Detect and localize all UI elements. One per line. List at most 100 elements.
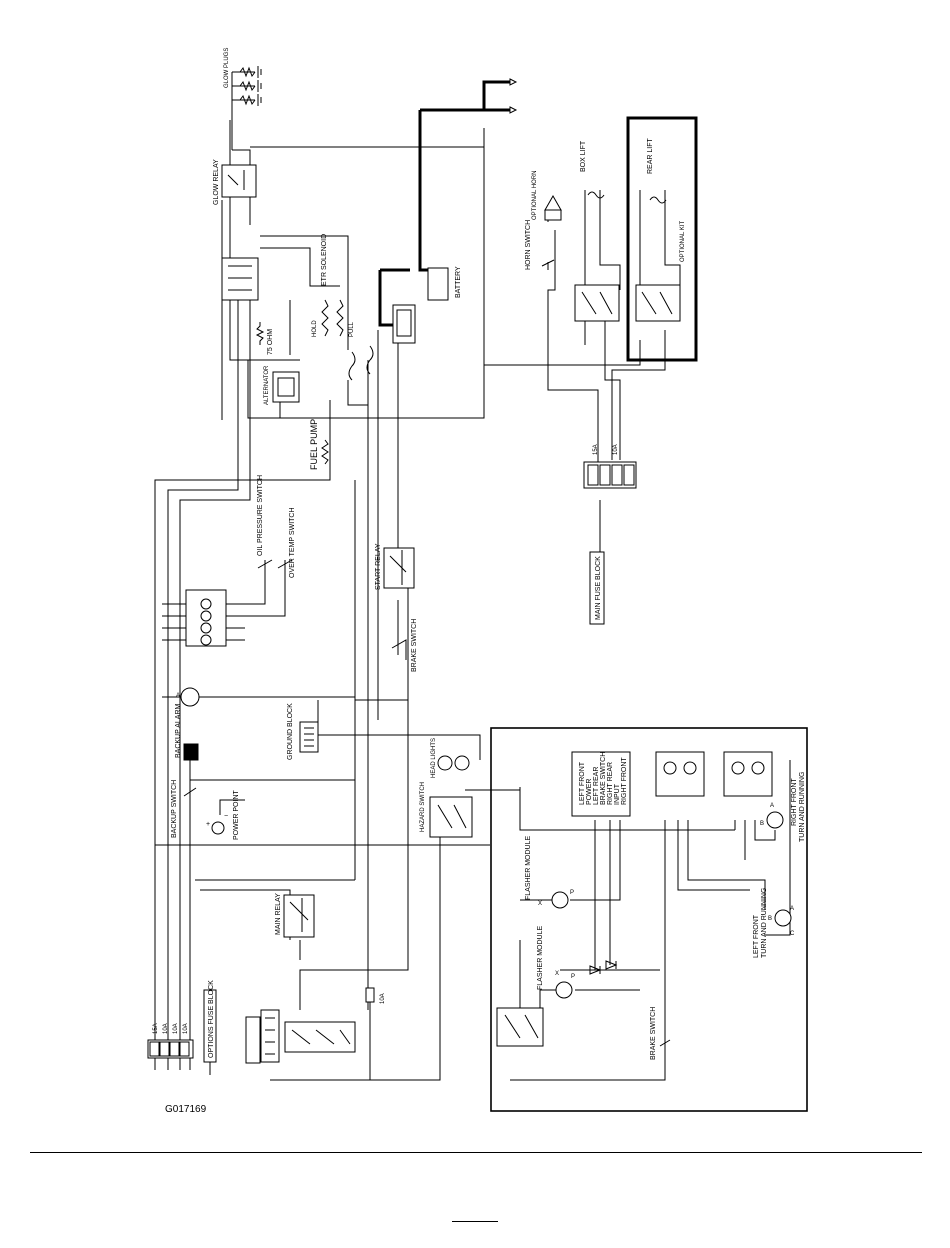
- ts-list-2: LEFT REAR: [593, 767, 600, 805]
- diodes: [589, 960, 618, 975]
- fuel-pump-label: FUEL PUMP: [309, 419, 319, 470]
- power-point-label: POWER POINT: [233, 789, 240, 840]
- amp-label-3: 10A: [173, 1023, 179, 1034]
- ground-block: GROUND BLOCK: [287, 703, 319, 760]
- turn-switch: [496, 1007, 544, 1047]
- figure-code: G017169: [165, 1104, 207, 1115]
- brake-switch-top-label: BRAKE SWITCH: [411, 619, 418, 672]
- backup-alarm-label: BACKUP ALARM: [175, 703, 182, 758]
- alternator-label: ALTERNATOR: [264, 365, 270, 405]
- rear-lift: REAR LIFT OPTIONAL KIT: [635, 137, 686, 322]
- box-lift: BOX LIFT: [574, 140, 620, 322]
- right-front-label-1: RIGHT FRONT: [791, 778, 798, 826]
- flasher-module-2-label: FLASHER MODULE: [537, 925, 544, 990]
- pull-label: PULL: [349, 321, 355, 337]
- glow-plugs-label: GLOW PLUGS: [224, 48, 230, 88]
- main-relay-label: MAIN RELAY: [275, 893, 282, 935]
- wire-network: [154, 71, 791, 1081]
- left-front-label-2: TURN AND RUNNING: [761, 888, 768, 958]
- key-switch: [284, 1021, 356, 1053]
- optional-kit-label: OPTIONAL KIT: [680, 221, 686, 262]
- hour-meter: A: [176, 687, 200, 707]
- fm1-pin-p: P: [570, 890, 574, 896]
- right-front-label-2: TURN AND RUNNING: [799, 772, 806, 842]
- battery-label: BATTERY: [455, 266, 462, 298]
- rear-light-modules: [655, 751, 773, 797]
- plus-label: +: [206, 821, 210, 828]
- head-lights-label: HEAD LIGHTS: [431, 738, 437, 778]
- oil-pressure-switch-label: OIL PRESSURE SWITCH: [257, 475, 264, 556]
- glow-relay: GLOW RELAY: [213, 159, 257, 205]
- left-front-label-1: LEFT FRONT: [753, 914, 760, 958]
- fm2-pin-x: X: [555, 971, 559, 977]
- starter-motor: [392, 304, 416, 344]
- options-fuse-block: 15A 10A 10A 10A OPTIONS FUSE BLOCK: [147, 980, 217, 1063]
- etr-solenoid-label: ETR SOLENOID: [321, 234, 328, 286]
- page-footer-line: [452, 1221, 498, 1222]
- backup-circuit: BACKUP ALARM BACKUP SWITCH + − POWER POI…: [171, 703, 240, 840]
- hold-label: HOLD: [312, 320, 318, 337]
- head-lights: HEAD LIGHTS: [431, 738, 470, 778]
- lf-pin-b: B: [768, 916, 772, 922]
- backup-switch-label: BACKUP SWITCH: [171, 780, 178, 838]
- horn-switch-label: HORN SWITCH: [525, 220, 532, 270]
- glow-plugs: GLOW PLUGS: [224, 48, 262, 106]
- brake-switch-top: BRAKE SWITCH: [391, 619, 418, 672]
- rear-lift-kit-frame: [626, 116, 698, 362]
- box-lift-label: BOX LIFT: [580, 140, 587, 172]
- frame-ground-arrows: [509, 78, 518, 114]
- fm1-pin-x: X: [538, 901, 542, 907]
- ignition-switch-block: [221, 257, 259, 301]
- options-fuse-block-label: OPTIONS FUSE BLOCK: [208, 980, 215, 1058]
- indicator-lamp-cluster: [185, 589, 227, 647]
- fuel-pump: FUEL PUMP: [309, 419, 329, 470]
- alternator: ALTERNATOR: [264, 365, 300, 405]
- start-relay: START RELAY: [375, 543, 415, 590]
- ts-list-5: INPUT: [614, 783, 621, 805]
- ground-block-label: GROUND BLOCK: [287, 703, 294, 760]
- flasher-module-1: X P FLASHER MODULE: [525, 835, 574, 909]
- optional-horn-label: OPTIONAL HORN: [532, 171, 538, 220]
- switch-legend: [245, 1009, 280, 1064]
- minus-label: −: [224, 813, 228, 820]
- ts-list-6: RIGHT FRONT: [621, 757, 628, 805]
- flasher-module-1-label: FLASHER MODULE: [525, 835, 532, 900]
- glow-relay-label: GLOW RELAY: [213, 159, 220, 205]
- ts-list-4: RIGHT REAR: [607, 762, 614, 805]
- resistor-75-ohm: 75 OHM: [255, 322, 274, 355]
- ts-list-3: BRAKE SWITCH: [600, 752, 607, 805]
- fusible-link: [348, 345, 374, 381]
- main-relay: MAIN RELAY: [275, 893, 315, 938]
- turn-signal-module: LEFT FRONT POWER LEFT REAR BRAKE SWITCH …: [571, 751, 631, 817]
- rear-lift-label: REAR LIFT: [647, 137, 654, 174]
- lf-pin-c: C: [790, 931, 795, 937]
- lf-pin-a: A: [790, 906, 794, 912]
- main-fuse-area: 15A 10A MAIN FUSE BLOCK: [583, 444, 637, 625]
- hazard-switch: HAZARD SWITCH: [420, 782, 473, 838]
- fuse-10a-label: 10A: [380, 993, 386, 1004]
- main-fuse-10a: 10A: [613, 444, 619, 455]
- brake-switch-bottom: BRAKE SWITCH: [650, 1007, 671, 1060]
- amp-label-1: 15A: [153, 1023, 159, 1034]
- start-relay-label: START RELAY: [375, 543, 382, 590]
- battery: BATTERY: [427, 266, 462, 301]
- engine-switches: OIL PRESSURE SWITCH OVER TEMP SWITCH: [257, 475, 296, 578]
- inline-fuse-10a: 10A: [365, 987, 386, 1004]
- hazard-switch-label: HAZARD SWITCH: [420, 782, 426, 832]
- ts-list-0: LEFT FRONT: [579, 761, 586, 805]
- page-rule: [30, 1152, 922, 1153]
- left-front-lamp: A B C LEFT FRONT TURN AND RUNNING: [753, 888, 795, 958]
- pin-a-label: A: [176, 693, 180, 699]
- over-temp-switch-label: OVER TEMP SWITCH: [289, 507, 296, 578]
- brake-switch-bottom-label: BRAKE SWITCH: [650, 1007, 657, 1060]
- ohm-label: 75 OHM: [267, 329, 274, 355]
- right-front-lamp: A B RIGHT FRONT TURN AND RUNNING: [760, 772, 806, 842]
- amp-label-2: 10A: [163, 1023, 169, 1034]
- main-fuse-15a: 15A: [593, 444, 599, 455]
- fm2-pin-p: P: [571, 974, 575, 980]
- rf-pin-a: A: [770, 803, 774, 809]
- horn-circuit: OPTIONAL HORN HORN SWITCH: [525, 171, 562, 270]
- main-fuse-block-label: MAIN FUSE BLOCK: [595, 556, 602, 620]
- etr-solenoid: ETR SOLENOID HOLD PULL: [312, 234, 355, 337]
